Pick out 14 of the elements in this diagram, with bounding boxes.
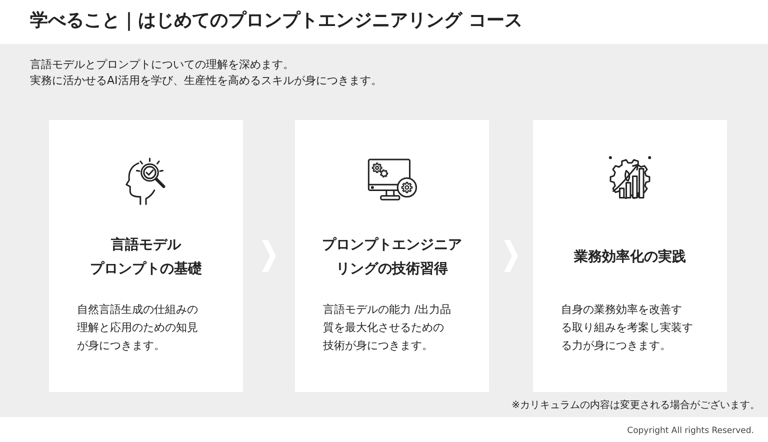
card-title: プロンプトエンジニアリングの技術習得 (322, 236, 462, 279)
card-title: 言語モデルプロンプトの基礎 (90, 236, 202, 279)
course-card (295, 120, 489, 392)
disclaimer-note: ※カリキュラムの内容は変更される場合がございます。 (512, 399, 760, 413)
course-card (49, 120, 243, 392)
card-description: 自然言語生成の仕組みの理解と応用のための知見が身につきます。 (77, 302, 198, 354)
course-card (533, 120, 727, 392)
intro-text: 実務に活かせるAI活用を学び、生産性を高めるスキルが身につきます。 (30, 73, 382, 89)
card-description: 言語モデルの能力 /出力品質を最大化させるための技術が身につきます。 (323, 302, 452, 354)
card-description: 自身の業務効率を改善する取り組みを考案し実装する力が身につきます。 (561, 302, 693, 354)
copyright-text: Copyright All rights Reserved. (627, 425, 754, 437)
intro-text: 言語モデルとプロンプトについての理解を深めます。 (30, 57, 294, 73)
card-title: 業務効率化の実践 (574, 248, 686, 267)
page-title: 学べること｜はじめてのプロンプトエンジニアリング コース (30, 9, 522, 33)
